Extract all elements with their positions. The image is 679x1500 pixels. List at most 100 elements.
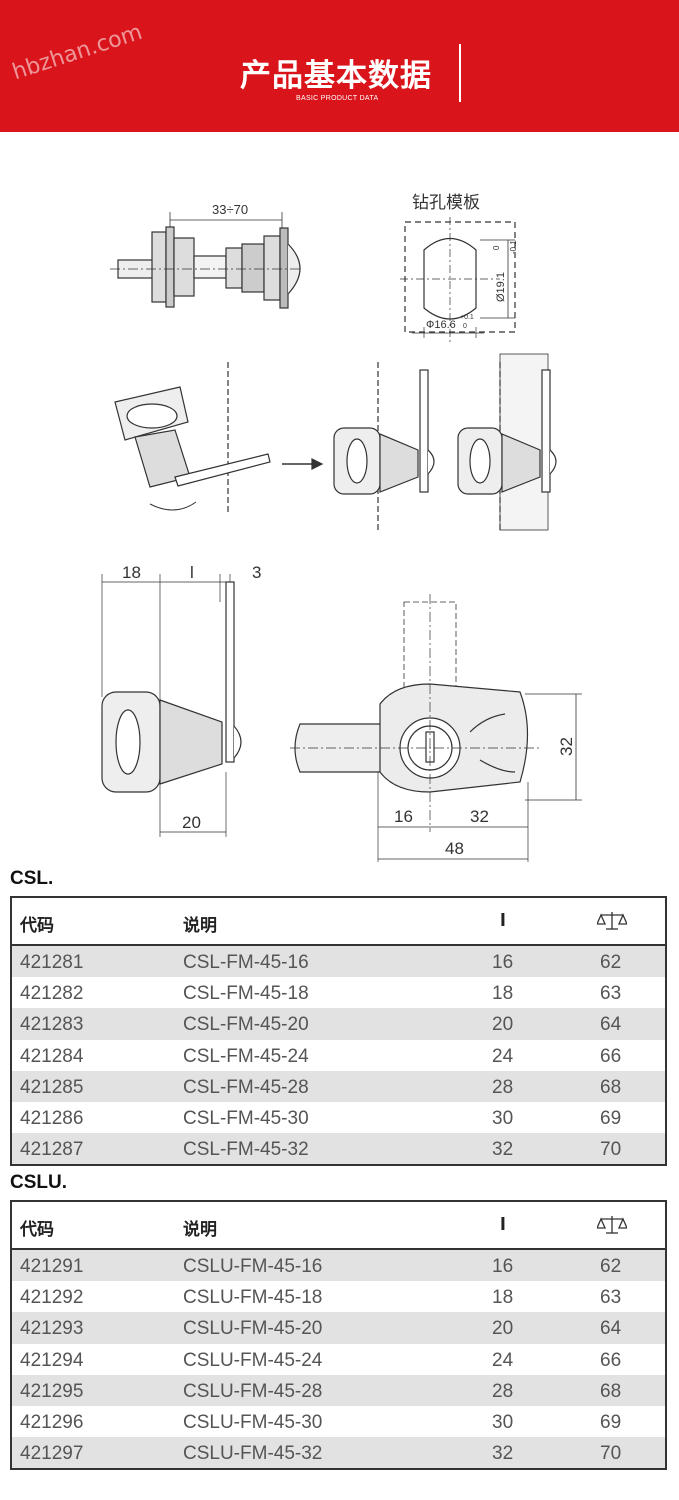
cell-description: CSLU-FM-45-18 bbox=[183, 1287, 323, 1309]
cell-weight: 64 bbox=[600, 1318, 622, 1340]
table-header: 代码 说明 l bbox=[12, 1202, 665, 1250]
cell-description: CSL-FM-45-24 bbox=[183, 1045, 309, 1067]
cell-code: 421285 bbox=[20, 1076, 84, 1098]
cell-code: 421282 bbox=[20, 983, 84, 1005]
technical-drawing: 33÷70 钻孔模板 Ø19.1 0 -0.1 Ф16.6 +0.1 0 18 … bbox=[101, 193, 582, 862]
cell-code: 421293 bbox=[20, 1318, 84, 1340]
cell-weight: 64 bbox=[600, 1014, 622, 1036]
drilling-template bbox=[400, 217, 516, 342]
section-title-cslu: CSLU. bbox=[10, 1172, 67, 1193]
dim-top-label: 33÷70 bbox=[212, 202, 248, 217]
cell-weight: 68 bbox=[600, 1076, 622, 1098]
cell-code: 421295 bbox=[20, 1380, 84, 1402]
cell-code: 421284 bbox=[20, 1045, 84, 1067]
dim-l-label: l bbox=[190, 563, 194, 582]
table-row: 421285 CSL-FM-45-28 28 68 bbox=[12, 1070, 665, 1102]
template-label: 钻孔模板 bbox=[412, 193, 480, 213]
table-row: 421283 CSL-FM-45-20 20 64 bbox=[12, 1008, 665, 1040]
title-divider bbox=[459, 44, 461, 102]
table-row: 421284 CSL-FM-45-24 24 66 bbox=[12, 1040, 665, 1071]
cell-length: 28 bbox=[492, 1076, 514, 1098]
cell-length: 18 bbox=[492, 983, 514, 1005]
table-row: 421296 CSLU-FM-45-30 30 69 bbox=[12, 1406, 665, 1437]
cell-code: 421292 bbox=[20, 1287, 84, 1309]
cell-description: CSL-FM-45-16 bbox=[183, 952, 309, 973]
dim-20-label: 20 bbox=[182, 813, 201, 832]
dimension-front-view bbox=[290, 594, 582, 862]
cell-description: CSLU-FM-45-30 bbox=[183, 1411, 323, 1433]
page-subtitle: BASIC PRODUCT DATA bbox=[296, 95, 379, 102]
cell-weight: 63 bbox=[600, 1287, 622, 1309]
header-code: 代码 bbox=[20, 1220, 54, 1240]
table-row: 421281 CSL-FM-45-16 16 62 bbox=[12, 946, 665, 978]
dim-width-tol-bottom: 0 bbox=[463, 323, 467, 330]
cell-description: CSL-FM-45-30 bbox=[183, 1107, 309, 1129]
dim-3-label: 3 bbox=[252, 563, 261, 582]
cell-weight: 66 bbox=[600, 1349, 622, 1371]
weight-scale-icon bbox=[597, 912, 627, 930]
cell-description: CSL-FM-45-32 bbox=[183, 1139, 309, 1161]
page-title: 产品基本数据 bbox=[240, 58, 432, 94]
dim-height-tol-bottom: -0.1 bbox=[509, 240, 518, 254]
dim-32-horizontal-label: 32 bbox=[470, 807, 489, 826]
table-header: 代码 说明 l bbox=[12, 898, 665, 946]
cell-length: 24 bbox=[492, 1349, 514, 1371]
table-row: 421286 CSL-FM-45-30 30 69 bbox=[12, 1102, 665, 1133]
cell-length: 32 bbox=[492, 1443, 514, 1465]
table-row: 421293 CSLU-FM-45-20 20 64 bbox=[12, 1312, 665, 1344]
cell-weight: 69 bbox=[600, 1107, 622, 1129]
cell-description: CSLU-FM-45-16 bbox=[183, 1256, 323, 1277]
cell-weight: 69 bbox=[600, 1411, 622, 1433]
cell-code: 421281 bbox=[20, 952, 84, 973]
cell-code: 421287 bbox=[20, 1139, 84, 1161]
cell-description: CSLU-FM-45-32 bbox=[183, 1443, 323, 1465]
cell-length: 28 bbox=[492, 1380, 514, 1402]
cell-weight: 62 bbox=[600, 952, 622, 973]
dim-width-label: Ф16.6 bbox=[426, 319, 456, 331]
dim-height-label: Ø19.1 bbox=[495, 272, 507, 302]
dim-height-tol-top: 0 bbox=[492, 245, 501, 250]
cell-length: 30 bbox=[492, 1411, 514, 1433]
installation-sequence bbox=[114, 353, 557, 532]
dim-32-vertical-label: 32 bbox=[557, 737, 576, 756]
cell-description: CSLU-FM-45-20 bbox=[183, 1318, 323, 1340]
header-code: 代码 bbox=[20, 916, 54, 936]
cell-length: 30 bbox=[492, 1107, 514, 1129]
side-view-lock bbox=[110, 212, 301, 309]
cell-length: 24 bbox=[492, 1045, 514, 1067]
cell-code: 421286 bbox=[20, 1107, 84, 1129]
cell-length: 20 bbox=[492, 1014, 514, 1036]
header-description: 说明 bbox=[183, 916, 217, 936]
weight-scale-icon bbox=[597, 1216, 627, 1234]
header-length: l bbox=[500, 911, 506, 931]
cell-weight: 66 bbox=[600, 1045, 622, 1067]
table-row: 421292 CSLU-FM-45-18 18 63 bbox=[12, 1281, 665, 1312]
header-banner: 产品基本数据 BASIC PRODUCT DATA bbox=[0, 0, 679, 132]
cell-code: 421294 bbox=[20, 1349, 84, 1371]
cell-description: CSL-FM-45-20 bbox=[183, 1014, 309, 1036]
cell-weight: 62 bbox=[600, 1256, 622, 1277]
cell-weight: 68 bbox=[600, 1380, 622, 1402]
cell-length: 16 bbox=[492, 952, 514, 973]
cell-code: 421296 bbox=[20, 1411, 84, 1433]
cell-weight: 63 bbox=[600, 983, 622, 1005]
dim-48-label: 48 bbox=[445, 839, 464, 858]
cell-code: 421283 bbox=[20, 1014, 84, 1036]
cell-code: 421297 bbox=[20, 1443, 84, 1465]
cell-length: 18 bbox=[492, 1287, 514, 1309]
section-title-csl: CSL. bbox=[10, 868, 54, 889]
cell-description: CSL-FM-45-28 bbox=[183, 1076, 309, 1098]
cell-length: 20 bbox=[492, 1318, 514, 1340]
dim-width-tol-top: +0.1 bbox=[460, 314, 474, 321]
dim-18-label: 18 bbox=[122, 563, 141, 582]
